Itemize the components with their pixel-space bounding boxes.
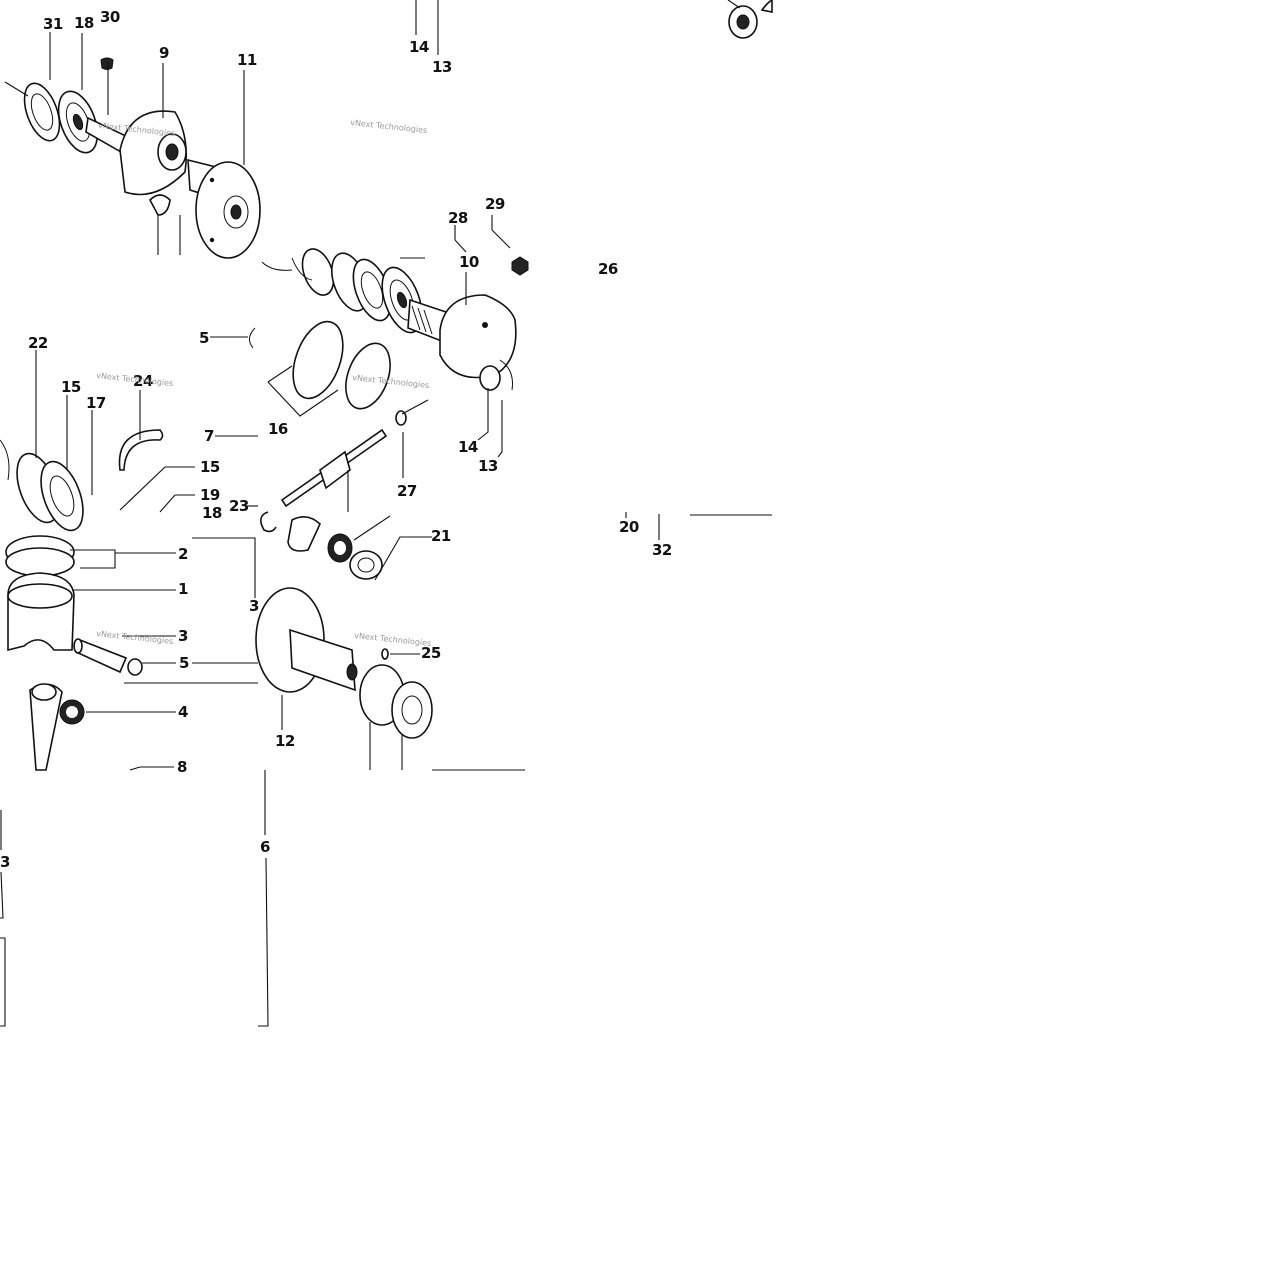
callout-18: 18 <box>74 14 94 32</box>
callout-9: 9 <box>159 44 169 62</box>
callout-18: 18 <box>202 504 222 522</box>
callout-15: 15 <box>200 458 220 476</box>
callout-2: 2 <box>178 545 188 563</box>
callout-26: 26 <box>598 260 618 278</box>
callout-14: 14 <box>409 38 429 56</box>
top-snippet-leaders <box>415 0 439 55</box>
left-crank-assembly <box>4 32 261 259</box>
callout-4: 4 <box>178 703 188 721</box>
callout-15: 15 <box>61 378 81 396</box>
callout-22: 22 <box>28 334 48 352</box>
callout-32: 32 <box>652 541 672 559</box>
callout-31: 31 <box>43 15 63 33</box>
callout-17: 17 <box>86 394 106 412</box>
watermark: vNext Technologies <box>96 629 174 646</box>
callout-5: 5 <box>199 329 209 347</box>
callout-10: 10 <box>459 253 479 271</box>
callout-23: 23 <box>229 497 249 515</box>
callout-13: 13 <box>478 457 498 475</box>
callout-3: 3 <box>249 597 259 615</box>
callout-19: 19 <box>200 486 220 504</box>
right-crank-assembly <box>0 215 529 532</box>
callout-30: 30 <box>100 8 120 26</box>
watermark: vNext Technologies <box>354 631 432 648</box>
nut-fragment <box>727 0 773 39</box>
callout-1: 1 <box>178 580 188 598</box>
callout-13: 13 <box>432 58 452 76</box>
callout-5: 5 <box>179 654 189 672</box>
callout-24: 24 <box>133 372 153 390</box>
callout-21: 21 <box>431 527 451 545</box>
callout-28: 28 <box>448 209 468 227</box>
callout-20: 20 <box>619 518 639 536</box>
callout-3: 3 <box>178 627 188 645</box>
callout-11: 11 <box>237 51 257 69</box>
callout-16: 16 <box>268 420 288 438</box>
callout-6: 6 <box>260 838 270 856</box>
callout-3: 3 <box>0 853 10 871</box>
callout-7: 7 <box>204 427 214 445</box>
callout-14: 14 <box>458 438 478 456</box>
callout-25: 25 <box>421 644 441 662</box>
piston-conrod-assembly <box>0 505 525 1027</box>
callout-27: 27 <box>397 482 417 500</box>
callout-8: 8 <box>177 758 187 776</box>
callout-12: 12 <box>275 732 295 750</box>
callout-29: 29 <box>485 195 505 213</box>
watermark: vNext Technologies <box>350 118 428 135</box>
right-mid-snippet <box>625 512 772 540</box>
